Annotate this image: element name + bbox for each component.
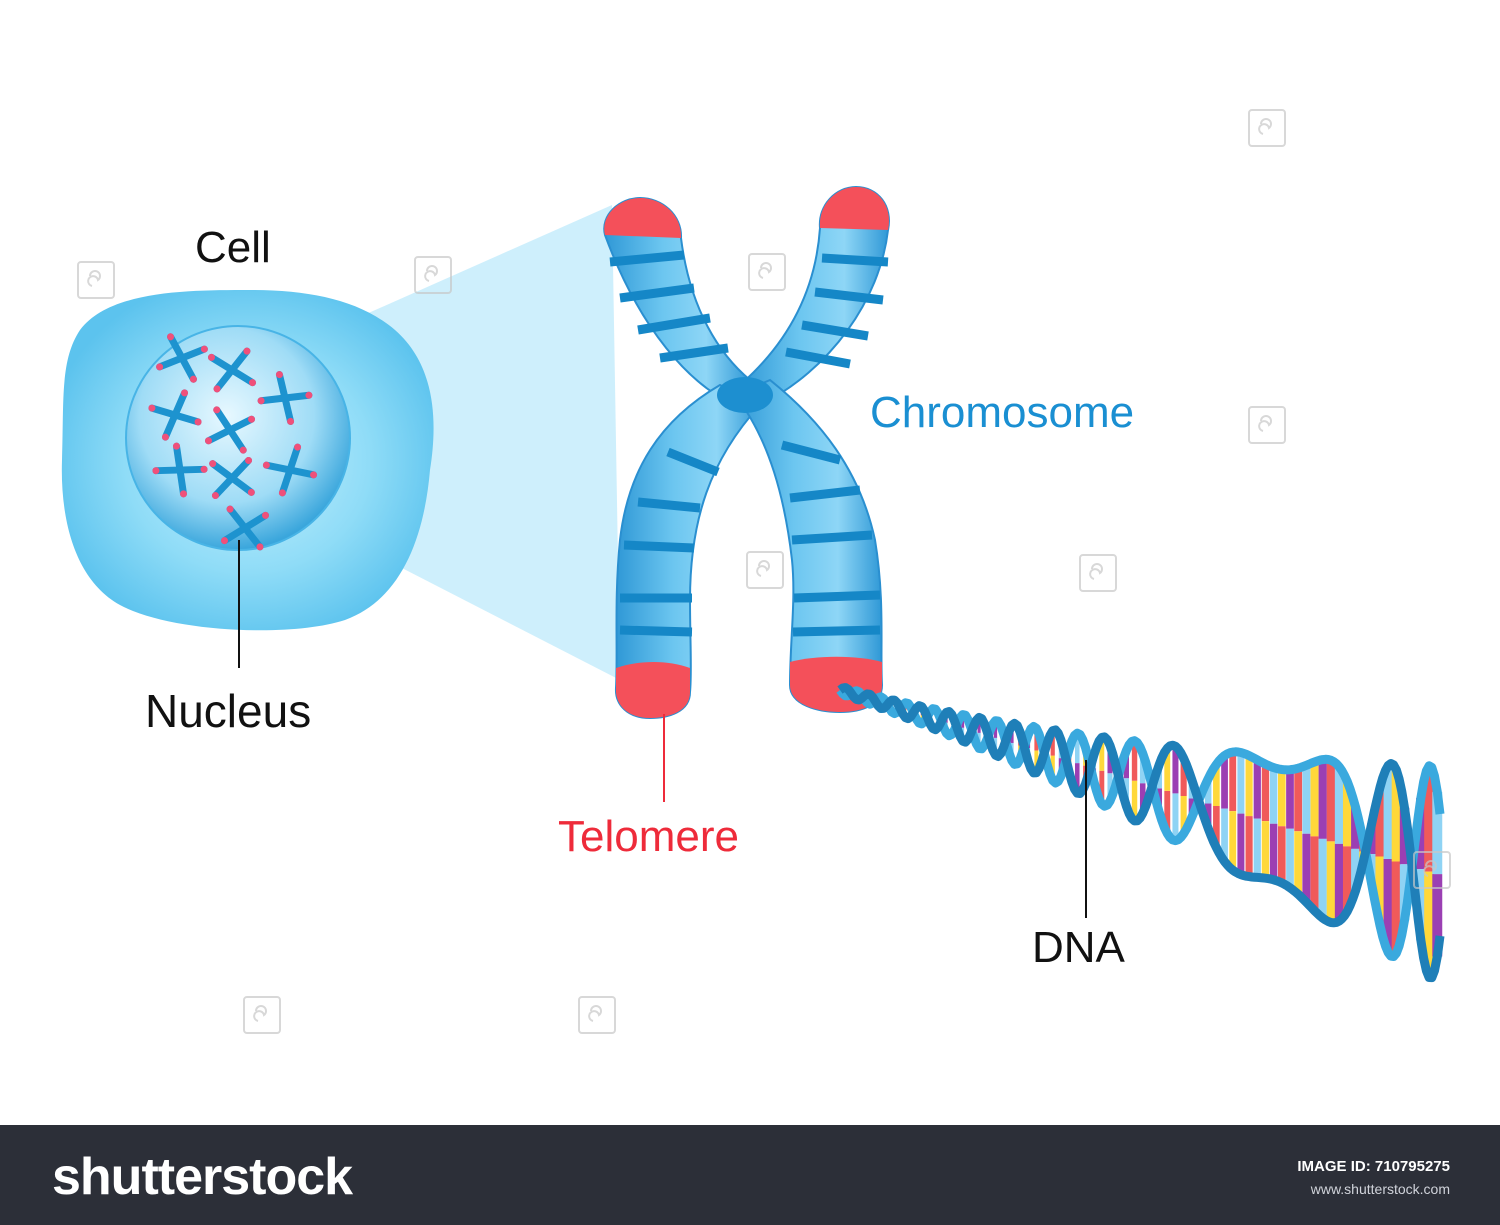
chromosome-icon	[603, 185, 890, 802]
nucleus-chromosome	[220, 505, 270, 551]
telomere-top-left	[604, 198, 682, 238]
watermark-logo-icon	[1248, 406, 1286, 444]
chromosome-bands	[609, 250, 889, 637]
watermark-logo-icon	[414, 256, 452, 294]
nucleus-chromosome	[207, 347, 257, 393]
watermark-image-id: IMAGE ID: 710795275	[1297, 1158, 1450, 1175]
watermark-logo-icon	[1413, 851, 1451, 889]
watermark-logo-icon	[77, 261, 115, 299]
nucleus-chromosome	[148, 389, 202, 441]
watermark-brand: shutterstock	[52, 1148, 353, 1206]
dna-helix-icon	[836, 683, 1445, 983]
watermark-site: www.shutterstock.com	[1310, 1181, 1450, 1197]
cell	[61, 290, 434, 668]
watermark-logo-icon	[1079, 554, 1117, 592]
centromere	[717, 377, 773, 413]
watermark-footer: shutterstock IMAGE ID: 710795275 www.shu…	[0, 1125, 1500, 1225]
telomere-bottom-left	[615, 662, 690, 718]
nucleus-label: Nucleus	[145, 685, 312, 737]
chromosome-label: Chromosome	[870, 388, 1135, 437]
nucleus-chromosome	[152, 442, 208, 498]
watermark-logo-icon	[748, 253, 786, 291]
nucleus-chromosome	[257, 371, 313, 425]
image-id-label: IMAGE ID:	[1297, 1158, 1371, 1175]
nucleus-chromosomes	[148, 333, 318, 551]
nucleus-chromosome	[156, 333, 208, 383]
telomere-top-right	[819, 187, 889, 230]
watermark-logos	[77, 109, 1451, 1034]
nucleus-chromosome	[262, 443, 318, 497]
telomere-label: Telomere	[558, 812, 739, 861]
cell-label: Cell	[195, 223, 271, 272]
nucleus-chromosome	[209, 456, 255, 500]
dna-label: DNA	[1032, 923, 1125, 972]
image-id-value: 710795275	[1374, 1158, 1450, 1175]
watermark-logo-icon	[578, 996, 616, 1034]
nucleus-chromosome	[204, 406, 256, 454]
watermark-logo-icon	[746, 551, 784, 589]
watermark-logo-icon	[243, 996, 281, 1034]
diagram-canvas	[61, 109, 1451, 1034]
watermark-logo-icon	[1248, 109, 1286, 147]
dna-backbone-b	[837, 683, 1445, 983]
